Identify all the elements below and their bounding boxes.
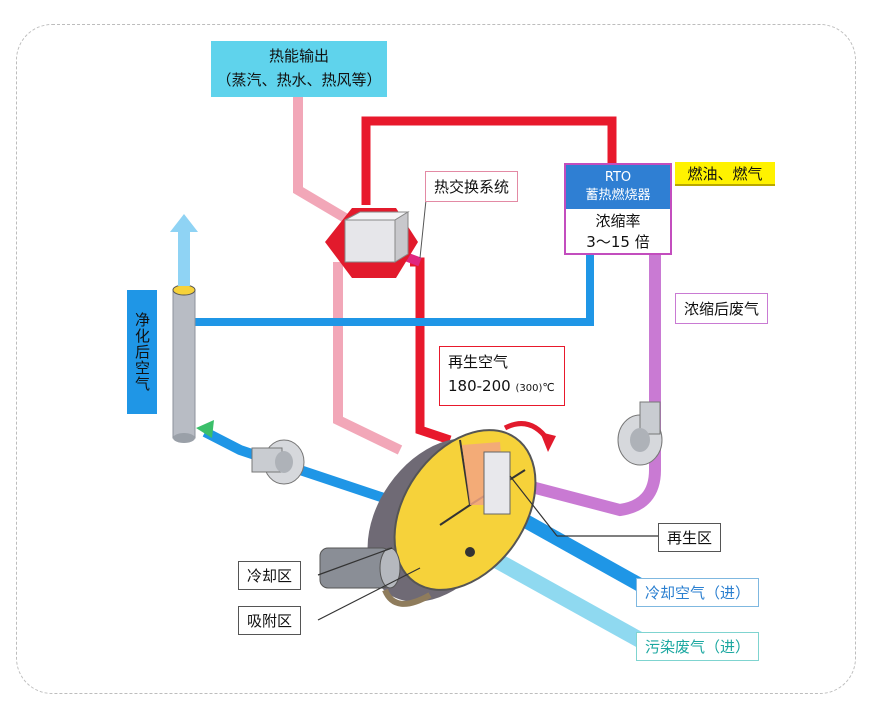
purified-air-label: 净化后空气: [127, 290, 157, 414]
cooling-zone-label: 冷却区: [238, 561, 302, 590]
hot-gas-loop-pipe: [361, 116, 617, 205]
regen-air-title: 再生空气: [448, 353, 509, 371]
diagram-frame: [16, 24, 856, 694]
heat-output-label: 热能输出 （蒸汽、热水、热风等）: [211, 41, 387, 97]
regen-zone-label: 再生区: [658, 523, 722, 552]
heat-exchange-label: 热交换系统: [425, 171, 519, 202]
exhaust-fan-left: [251, 439, 305, 485]
cooling-air-in-label: 冷却空气（进）: [636, 578, 760, 607]
rto-subtitle: 蓄热燃烧器: [585, 188, 651, 203]
heat-output-title: 热能输出: [268, 47, 329, 65]
concentration-title: 浓缩率: [595, 212, 641, 230]
green-arrow-icon: [196, 420, 214, 438]
fuel-label: 燃油、燃气: [675, 162, 775, 186]
concentration-value: 3～15 倍: [586, 233, 650, 251]
adsorption-zone-label: 吸附区: [238, 606, 302, 635]
concentrated-exhaust-label: 浓缩后废气: [675, 293, 769, 324]
rotor-motor: [319, 547, 432, 607]
concentrated-exhaust-pipe: [503, 255, 661, 517]
heat-output-examples: （蒸汽、热水、热风等）: [216, 71, 382, 89]
regen-air-temp-max: (300): [515, 383, 543, 394]
exchanger-return-pipe: [333, 262, 403, 455]
heat-output-pipe: [293, 97, 355, 227]
regen-air-temp-range: 180-200: [448, 377, 511, 395]
polluted-exhaust-in-label: 污染废气（进）: [636, 632, 760, 661]
exhaust-fan-right: [617, 401, 663, 466]
rto-title: RTO: [604, 170, 632, 185]
regen-air-temperature: 180-200 (300)℃: [448, 373, 556, 402]
rto-box: RTO 蓄热燃烧器 浓缩率 3～15 倍: [564, 163, 672, 255]
concentration-ratio: 浓缩率 3～15 倍: [566, 209, 670, 253]
regen-air-temp-unit: ℃: [542, 381, 555, 394]
rotor-wheel: [367, 429, 537, 602]
exhaust-up-arrow-icon: [170, 214, 198, 232]
clean-air-pipe: [190, 255, 594, 326]
chimney: [172, 289, 196, 439]
regen-air-label: 再生空气 180-200 (300)℃: [439, 346, 565, 406]
chimney-top: [172, 284, 196, 296]
rto-header: RTO 蓄热燃烧器: [566, 165, 670, 209]
